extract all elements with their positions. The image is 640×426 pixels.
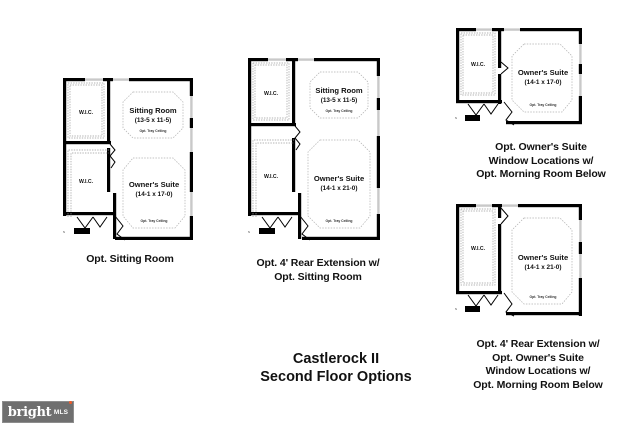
exterior-walls — [456, 204, 582, 316]
exterior-walls — [63, 78, 193, 240]
stair-marker — [259, 228, 275, 234]
owners-suite-tray-outline — [511, 43, 573, 113]
room-label-sitting-room: Sitting Room — [315, 86, 362, 95]
floor-plan-opt-owners-suite-window-locations: N Owner's Suite (14-1 x 17-0) Opt. Tray … — [448, 22, 598, 142]
interior-walls — [63, 78, 117, 239]
closet-shelving — [460, 32, 496, 96]
door-swings — [467, 207, 515, 317]
floor-plan-opt-4ft-rear-extension-window-locations: N Owner's Suite (14-1 x 21-0) Opt. Tray … — [448, 198, 598, 333]
room-label-wic: W.I.C. — [471, 62, 486, 68]
room-dimensions-owners-suite: (14-1 x 21-0) — [321, 185, 358, 192]
floor-plan-opt-sitting-room: N Sitting Room (13-5 x 11-5) Opt. Tray C… — [55, 70, 205, 252]
caption-opt-4ft-rear-extension-sitting-room: Opt. 4' Rear Extension w/ Opt. Sitting R… — [256, 257, 380, 283]
room-label-owners-suite: Owner's Suite — [129, 180, 179, 189]
interior-walls — [456, 28, 502, 104]
tray-ceiling-note-owners-suite: Opt. Tray Ceiling — [530, 103, 557, 107]
room-label-sitting-room: Sitting Room — [129, 106, 176, 115]
room-dimensions-owners-suite: (14-1 x 17-0) — [136, 191, 173, 198]
bright-mls-watermark: bright MLS — [2, 401, 74, 423]
plan-title-line2: Second Floor Options — [260, 369, 412, 385]
owners-suite-tray-outline — [511, 217, 573, 305]
owners-suite-tray-outline — [122, 157, 186, 229]
exterior-walls — [248, 58, 380, 240]
room-label-owners-suite: Owner's Suite — [314, 174, 364, 183]
svg-text:N: N — [455, 307, 457, 311]
room-label-owners-suite: Owner's Suite — [518, 253, 568, 262]
room-label-wic-upper: W.I.C. — [79, 110, 94, 116]
watermark-accent-dot — [69, 401, 72, 404]
caption-opt-sitting-room: Opt. Sitting Room — [86, 253, 174, 265]
caption-opt-owners-suite-window-locations: Opt. Owner's Suite Window Locations w/ O… — [476, 141, 606, 180]
watermark-brand-text: bright — [7, 404, 52, 420]
interior-walls — [456, 204, 502, 295]
owners-suite-tray-outline — [307, 139, 371, 229]
tray-ceiling-note-sitting-room: Opt. Tray Ceiling — [140, 129, 167, 133]
room-label-wic-lower: W.I.C. — [79, 179, 94, 185]
room-dimensions-sitting-room: (13-5 x 11-5) — [135, 117, 172, 124]
tray-ceiling-note-owners-suite: Opt. Tray Ceiling — [326, 219, 353, 223]
svg-text:N: N — [63, 230, 65, 234]
sitting-room-tray-outline — [122, 91, 184, 139]
caption-opt-4ft-rear-extension-window-locations: Opt. 4' Rear Extension w/ Opt. Owner's S… — [473, 338, 603, 391]
tray-ceiling-note-owners-suite: Opt. Tray Ceiling — [530, 295, 557, 299]
sitting-room-tray-outline — [309, 71, 369, 119]
svg-text:N: N — [248, 230, 250, 234]
room-dimensions-owners-suite: (14-1 x 21-0) — [525, 264, 562, 271]
stair-marker — [465, 115, 480, 121]
tray-ceiling-note-owners-suite: Opt. Tray Ceiling — [141, 219, 168, 223]
watermark-mls-text: MLS — [53, 408, 69, 416]
room-label-owners-suite: Owner's Suite — [518, 68, 568, 77]
room-label-wic-lower: W.I.C. — [264, 174, 279, 180]
interior-walls — [248, 58, 302, 239]
room-label-wic-upper: W.I.C. — [264, 91, 279, 97]
plan-title-line1: Castlerock II — [292, 351, 380, 367]
stair-marker — [74, 228, 90, 234]
floor-plan-opt-4ft-rear-extension-sitting-room: N Sitting Room (13-5 x 11-5) Opt. Tray C… — [240, 50, 395, 255]
tray-ceiling-note-sitting-room: Opt. Tray Ceiling — [326, 109, 353, 113]
closet-shelving — [460, 208, 496, 286]
room-dimensions-sitting-room: (13-5 x 11-5) — [321, 97, 358, 104]
closet-shelving — [67, 82, 109, 217]
closet-shelving — [252, 62, 294, 217]
title-block: Castlerock II Second Floor Options — [196, 350, 476, 386]
stair-marker — [465, 306, 480, 312]
door-swings — [261, 125, 311, 241]
svg-text:N: N — [455, 116, 457, 120]
room-label-wic: W.I.C. — [471, 246, 486, 252]
room-dimensions-owners-suite: (14-1 x 17-0) — [525, 79, 562, 86]
door-swings — [76, 143, 126, 241]
